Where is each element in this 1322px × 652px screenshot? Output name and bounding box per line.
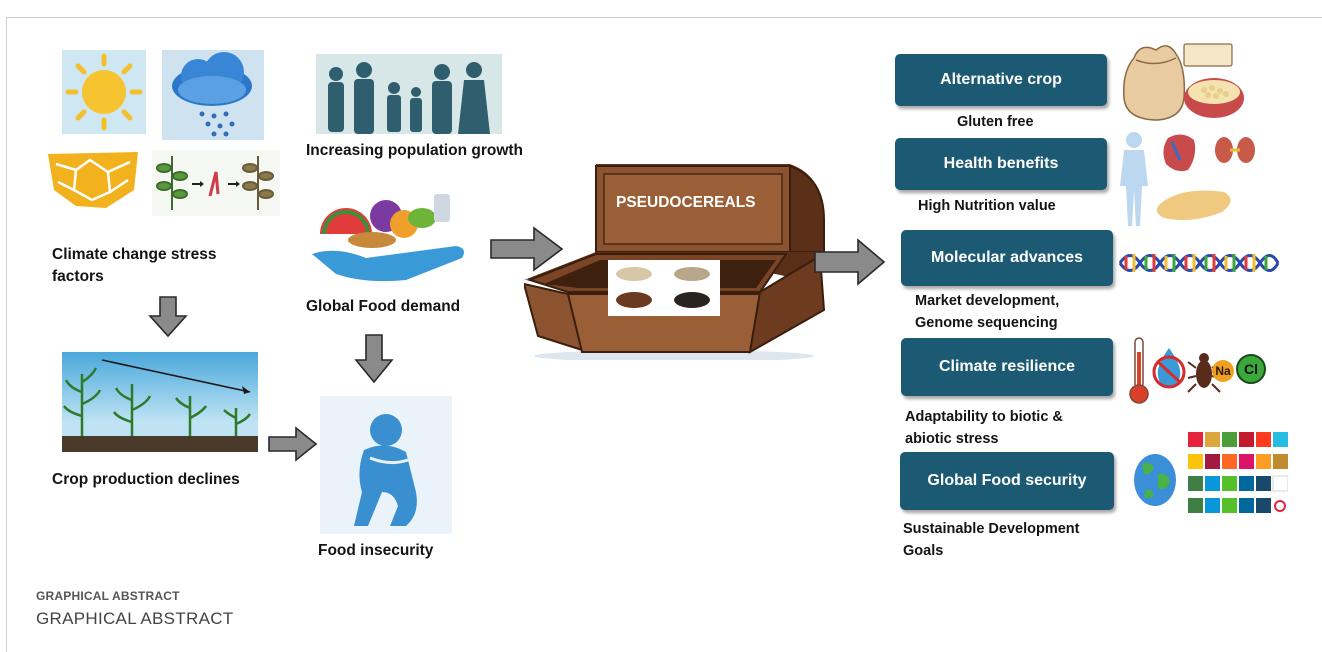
frame-left-border (6, 17, 7, 652)
climate-change-label-line2: factors (52, 268, 104, 285)
crop-decline-label: Crop production declines (52, 471, 240, 488)
grain-sack-icon (1122, 43, 1244, 121)
caption-small: GRAPHICAL ABSTRACT (36, 589, 180, 603)
plant-wilting-icon (152, 150, 280, 216)
climate-resilience-box: Climate resilience (901, 338, 1113, 396)
right-arrow-crop-to-insecurity (268, 426, 318, 462)
gluten-free-caption: Gluten free (957, 114, 1034, 130)
global-food-security-box: Global Food security (900, 452, 1114, 510)
food-demand-label: Global Food demand (306, 298, 461, 315)
right-arrow-to-chest (490, 226, 564, 272)
goals-caption: Goals (903, 543, 944, 559)
down-arrow-climate (148, 296, 188, 338)
human-organs-icon (1120, 132, 1255, 226)
food-insecurity-image (320, 396, 452, 534)
caption-large: GRAPHICAL ABSTRACT (36, 609, 234, 628)
health-benefits-box: Health benefits (895, 138, 1107, 190)
chest-label: PSEUDOCEREALS (616, 194, 756, 211)
globe-icon (1134, 454, 1176, 506)
sdg-caption: Sustainable Development (903, 521, 1080, 537)
abiotic-stress-caption: abiotic stress (905, 431, 999, 447)
down-arrow-food-demand (354, 334, 394, 384)
no-water-icon (1152, 348, 1186, 389)
population-image (316, 54, 502, 134)
genome-sequencing-caption: Genome sequencing (915, 315, 1058, 331)
adaptability-caption: Adaptability to biotic & (905, 409, 1063, 425)
rain-cloud-icon (162, 50, 264, 140)
crop-decline-image (62, 352, 258, 452)
dna-icon (1118, 254, 1280, 272)
sdg-goals-grid-icon (1188, 432, 1288, 522)
molecular-advances-box: Molecular advances (901, 230, 1113, 286)
sun-icon (62, 50, 146, 134)
thermometer-icon (1129, 337, 1149, 404)
salt-nacl-icon: Na Cl (1212, 354, 1272, 386)
food-hand-image (306, 176, 480, 286)
right-arrow-to-benefits (814, 238, 886, 286)
sodium-atom: Na (1212, 360, 1234, 382)
frame-top-border (6, 17, 1322, 18)
drought-cracked-ground-icon (46, 150, 142, 212)
market-development-caption: Market development, (915, 293, 1060, 309)
population-label: Increasing population growth (306, 142, 523, 159)
climate-change-label-line1: Climate change stress (52, 246, 217, 263)
pseudocereals-chest: PSEUDOCEREALS (524, 160, 840, 360)
chlorine-atom: Cl (1236, 354, 1266, 384)
high-nutrition-caption: High Nutrition value (918, 198, 1056, 214)
food-insecurity-label: Food insecurity (318, 542, 434, 559)
alternative-crop-box: Alternative crop (895, 54, 1107, 106)
